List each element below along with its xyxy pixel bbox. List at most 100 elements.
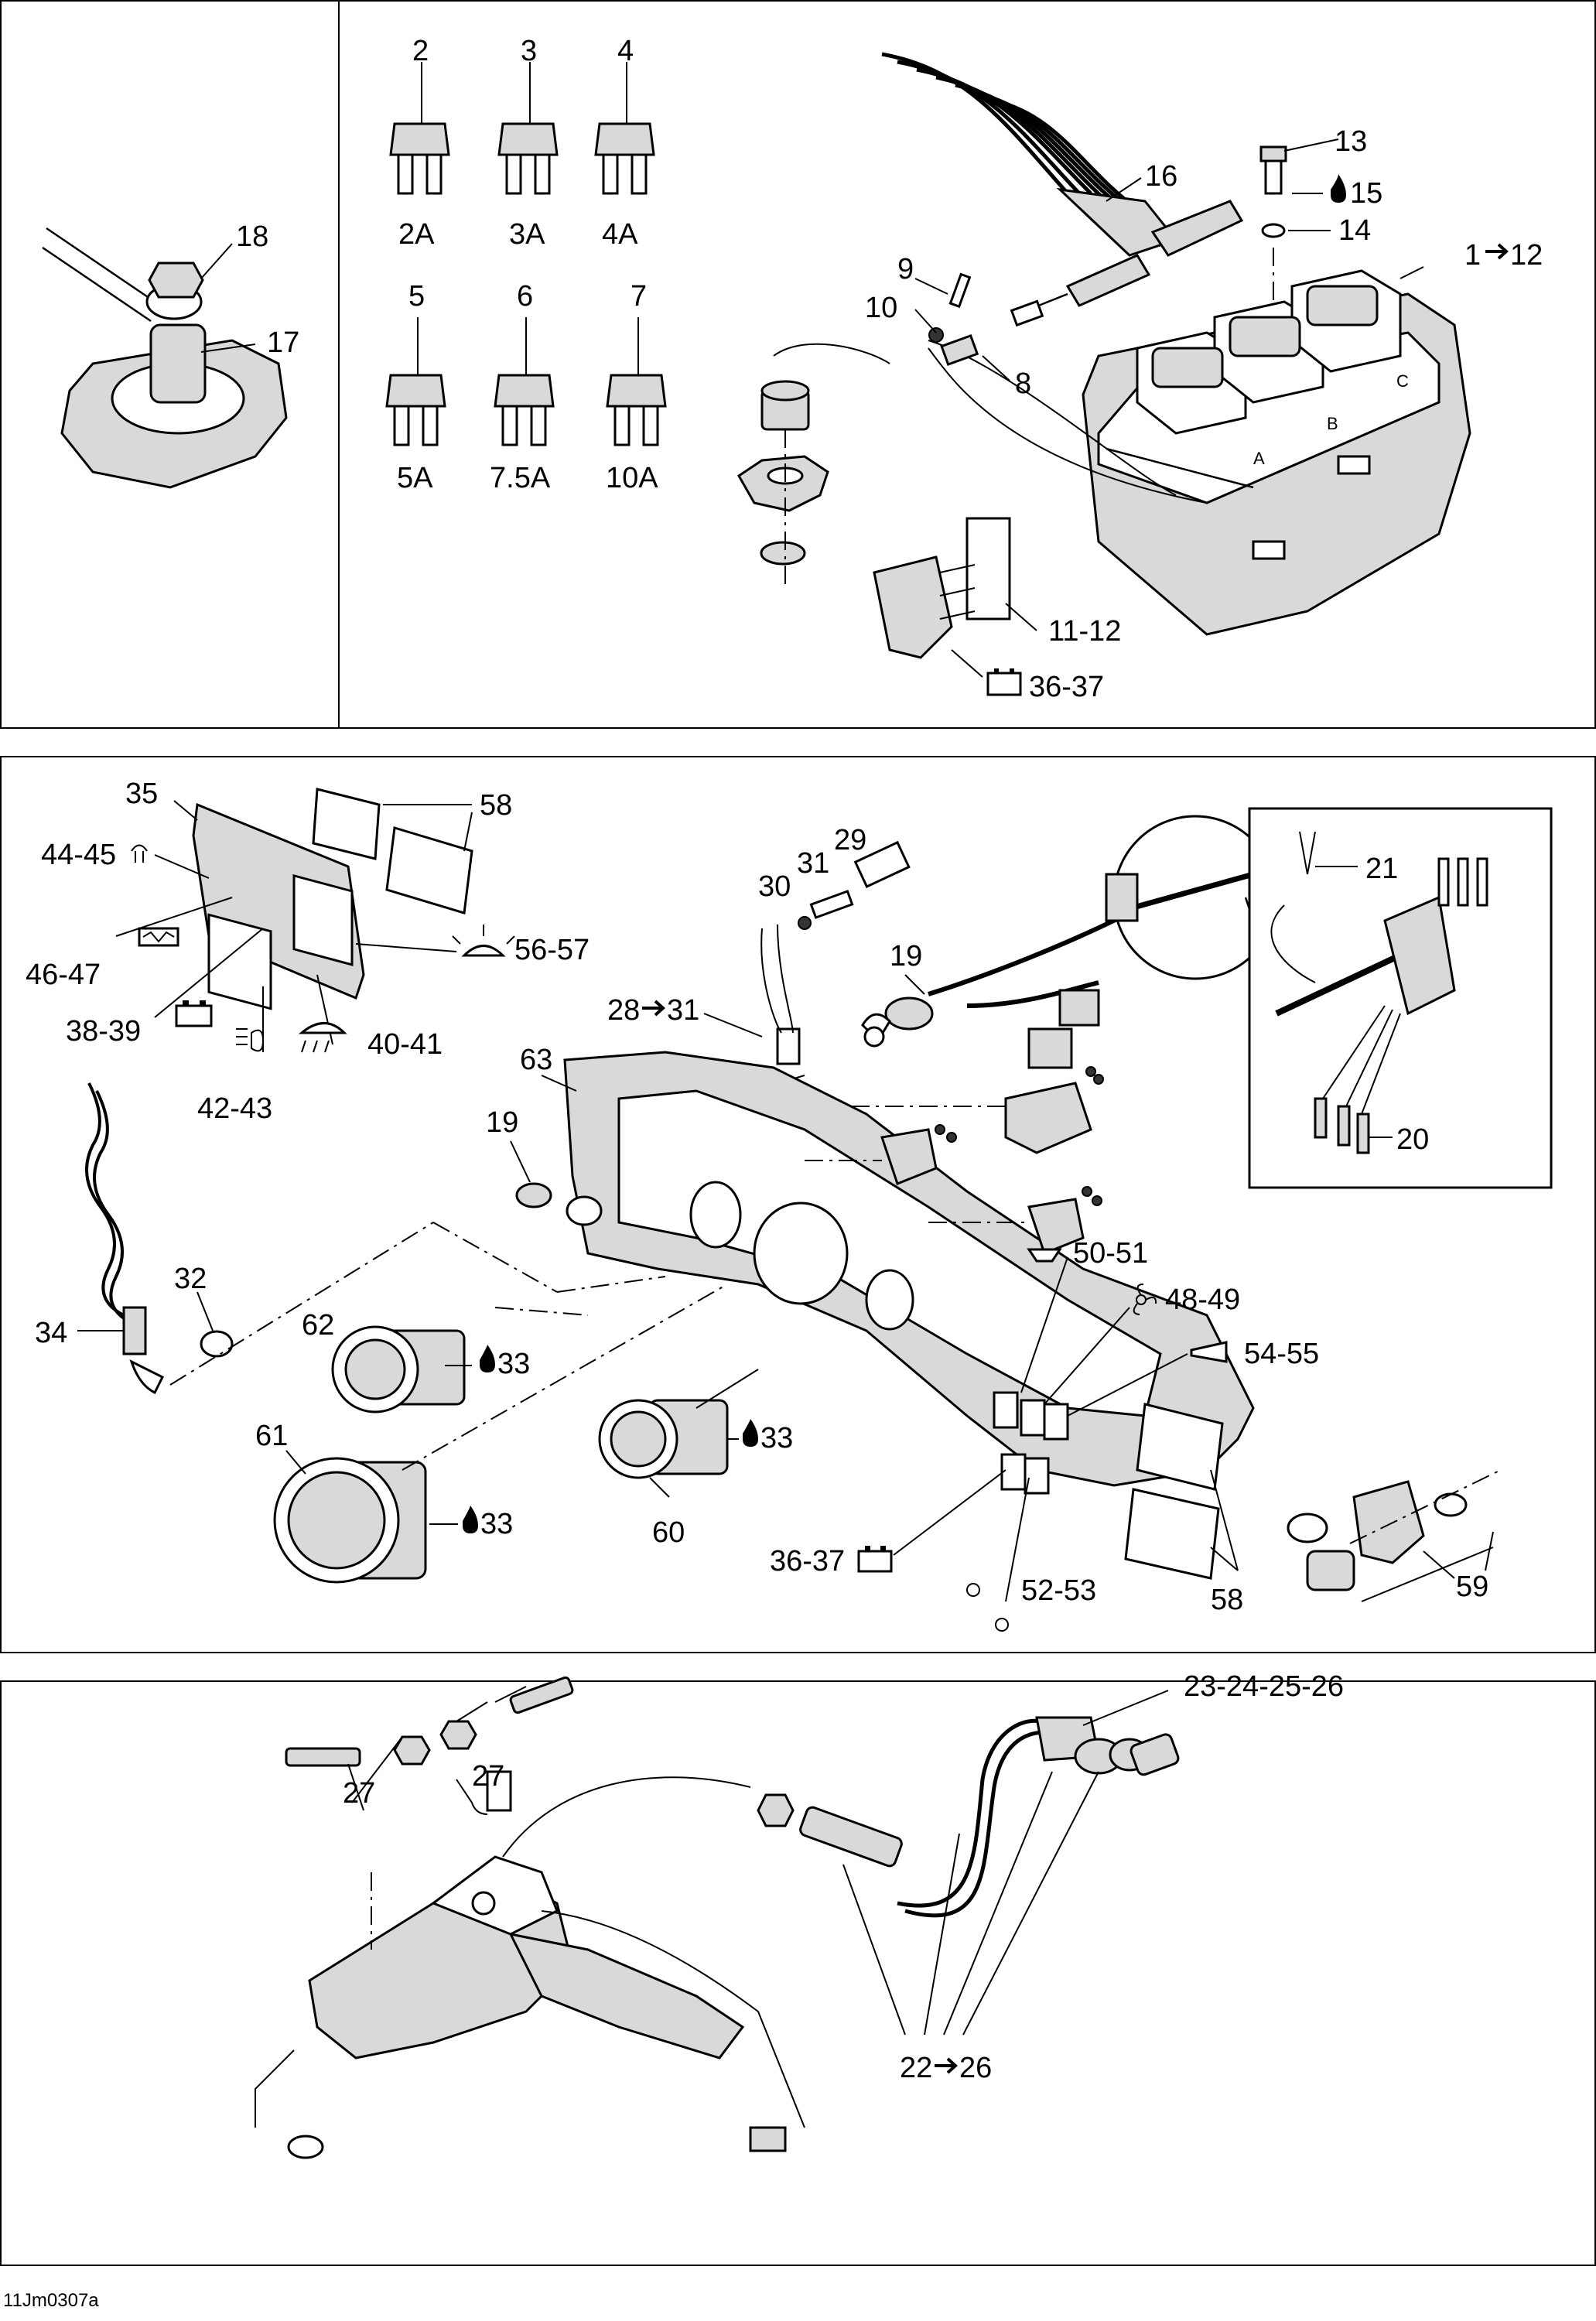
switch-connector-11-12 bbox=[873, 517, 1037, 678]
light-icon bbox=[452, 925, 515, 957]
label-26: 26 bbox=[959, 2052, 992, 2084]
arrow-right-icon bbox=[935, 2057, 958, 2074]
fuse-rating-3a: 3A bbox=[509, 218, 545, 251]
label-52-53: 52-53 bbox=[1021, 1574, 1096, 1607]
label-8: 8 bbox=[1015, 367, 1031, 400]
label-23-24-25-26: 23-24-25-26 bbox=[1184, 1670, 1344, 1703]
label-40-41: 40-41 bbox=[367, 1028, 443, 1061]
fuse-number-2: 2 bbox=[412, 35, 429, 67]
wiring-harness-16 bbox=[881, 52, 1244, 327]
label-36-37-mid: 36-37 bbox=[770, 1545, 845, 1578]
label-38-39: 38-39 bbox=[66, 1015, 141, 1048]
label-30: 30 bbox=[758, 870, 791, 903]
label-17: 17 bbox=[267, 326, 299, 359]
label-22: 22 bbox=[900, 2052, 932, 2084]
label-9: 9 bbox=[897, 253, 914, 285]
arrow-right-icon bbox=[1485, 243, 1509, 260]
label-59: 59 bbox=[1456, 1571, 1488, 1603]
label-58-bottom: 58 bbox=[1211, 1584, 1243, 1616]
label-27-a: 27 bbox=[343, 1777, 375, 1810]
speed-sensor-22-26 bbox=[502, 1690, 1180, 2036]
lanyard-34 bbox=[77, 1082, 666, 1395]
fuse-rating-4a: 4A bbox=[602, 218, 638, 251]
label-19-bottom: 19 bbox=[486, 1106, 518, 1139]
label-29: 29 bbox=[834, 824, 866, 856]
gauge-62 bbox=[331, 1325, 466, 1413]
label-18: 18 bbox=[236, 220, 268, 253]
label-27-b: 27 bbox=[472, 1760, 504, 1793]
gauge-61 bbox=[273, 1284, 728, 1584]
fusebox-letter-b: B bbox=[1327, 414, 1338, 433]
fuse-number-7: 7 bbox=[631, 280, 647, 313]
label-48-49: 48-49 bbox=[1165, 1284, 1240, 1316]
light-icon bbox=[966, 1583, 1009, 1632]
dashboard-63 bbox=[541, 1051, 1255, 1495]
battery-icon bbox=[175, 1000, 213, 1027]
power-socket-59 bbox=[1287, 1469, 1502, 1602]
label-33-a: 33 bbox=[497, 1348, 530, 1380]
fuse-10a bbox=[606, 317, 667, 446]
label-44-45: 44-45 bbox=[41, 839, 116, 871]
battery-icon bbox=[857, 1546, 893, 1573]
decals-58-bottom bbox=[1124, 1403, 1239, 1580]
fuse-grid bbox=[385, 62, 667, 446]
label-46-47: 46-47 bbox=[26, 959, 101, 991]
figure-code: 11Jm0307a bbox=[3, 2290, 99, 2311]
label-56-57: 56-57 bbox=[514, 934, 590, 966]
right-callout-icons bbox=[857, 1248, 1228, 1632]
fuse-number-4: 4 bbox=[617, 35, 634, 67]
icons-left-switch-group bbox=[115, 844, 515, 1053]
connector-ring-and-nuts bbox=[737, 266, 1424, 588]
fuse-number-5: 5 bbox=[408, 280, 425, 313]
fusebox-letter-c: C bbox=[1396, 371, 1409, 391]
fuse-rating-7.5a: 7.5A bbox=[490, 462, 551, 494]
label-12: 12 bbox=[1510, 239, 1543, 272]
key-icon bbox=[863, 1026, 885, 1048]
studs-27 bbox=[285, 1676, 574, 1815]
top-panel-divider bbox=[338, 0, 340, 729]
fuse-3a bbox=[497, 62, 559, 195]
label-63: 63 bbox=[520, 1044, 552, 1076]
gauge-60 bbox=[598, 1369, 759, 1479]
label-54-55: 54-55 bbox=[1244, 1338, 1319, 1370]
fuse-rating-2a: 2A bbox=[398, 218, 435, 251]
decals-58-top bbox=[312, 788, 473, 914]
label-31: 31 bbox=[797, 847, 829, 880]
fusebox-letter-a: A bbox=[1253, 449, 1265, 468]
label-34: 34 bbox=[35, 1317, 67, 1349]
label-21: 21 bbox=[1365, 853, 1398, 885]
ignition-harness-19 bbox=[672, 815, 1278, 1115]
fan-icon bbox=[1133, 1284, 1157, 1315]
headlight-icon bbox=[236, 1028, 265, 1052]
label-42-43: 42-43 bbox=[197, 1092, 272, 1125]
oil-drop-icon bbox=[463, 1345, 758, 1533]
worklight-icon bbox=[298, 1022, 347, 1053]
label-50-51: 50-51 bbox=[1073, 1237, 1148, 1270]
grommet-19 bbox=[515, 1182, 552, 1208]
label-10: 10 bbox=[865, 292, 897, 324]
label-13: 13 bbox=[1335, 125, 1367, 158]
fuse-4a bbox=[594, 62, 655, 195]
label-15: 15 bbox=[1350, 177, 1382, 210]
label-20: 20 bbox=[1396, 1123, 1429, 1156]
label-1: 1 bbox=[1464, 239, 1481, 272]
label-28: 28 bbox=[607, 994, 640, 1027]
label-36-37-top: 36-37 bbox=[1029, 671, 1104, 703]
label-61: 61 bbox=[255, 1420, 288, 1452]
label-62: 62 bbox=[302, 1309, 334, 1342]
battery-icon bbox=[986, 668, 1022, 696]
label-35: 35 bbox=[125, 778, 158, 810]
fuse-box-1-12: A B C bbox=[1082, 269, 1471, 636]
label-33-c: 33 bbox=[480, 1508, 513, 1540]
light-icon bbox=[1027, 1248, 1062, 1263]
ground-stud-assembly bbox=[42, 227, 288, 489]
label-11-12: 11-12 bbox=[1048, 615, 1121, 648]
horn-icon bbox=[1190, 1341, 1228, 1363]
bottom-panel bbox=[0, 1680, 1596, 2266]
axle-assembly bbox=[255, 1855, 805, 2159]
label-31b: 31 bbox=[667, 994, 699, 1027]
fuse-7.5a bbox=[494, 317, 555, 446]
label-32: 32 bbox=[174, 1263, 207, 1295]
trailer-icon bbox=[131, 844, 148, 863]
